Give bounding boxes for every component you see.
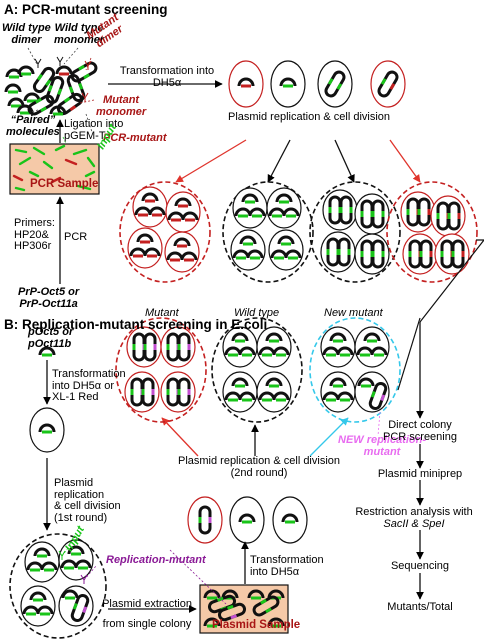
workflow-step-miniprep: Plasmid miniprep [377, 468, 463, 480]
colony-wild-type [211, 317, 303, 423]
replication-second-label: Plasmid replication & cell division(2nd … [177, 455, 340, 479]
section-b-title: B: Replication-mutant screening in E.col… [4, 317, 268, 332]
workflow-step-sequencing: Sequencing [390, 560, 450, 572]
pcr-label: PCR [64, 231, 88, 243]
new-mutant-label: New mutant [324, 307, 383, 319]
section-a-title: A: PCR-mutant screening [4, 2, 168, 17]
wild-type-label: Wild type [234, 307, 280, 319]
transformed-cells-second [187, 496, 308, 544]
replication-mutant-label: Replication-mutant [106, 554, 206, 566]
workflow-step-result: Mutants/Total [387, 601, 453, 613]
pcr-mutant-label: PCR-mutant [103, 132, 167, 144]
replication-label-a: Plasmid replication & cell division [228, 111, 391, 123]
transformed-cells [228, 60, 406, 108]
plasmid-cluster [4, 59, 100, 118]
plasmid-sample-label: Plasmid Sample [212, 619, 301, 631]
primers-label: Primers:HP20&HP306r [14, 217, 55, 253]
mutant-label: Mutant [145, 307, 179, 319]
colony-new-mutant [309, 317, 401, 423]
pcr-sample-label: PCR Sample [30, 178, 99, 190]
paired-molecules-label: “Paired”molecules [6, 114, 60, 138]
colony-mutant [115, 317, 207, 423]
colony-wild-type-monomer [222, 181, 314, 283]
colony-wild-type-dimer [309, 181, 401, 283]
colony-mutant-dimer [386, 181, 478, 283]
new-replication-mutant-label: NEW replication-mutant [338, 434, 427, 458]
colony-mutant-monomer [119, 181, 211, 283]
colony-first-round [9, 533, 107, 639]
